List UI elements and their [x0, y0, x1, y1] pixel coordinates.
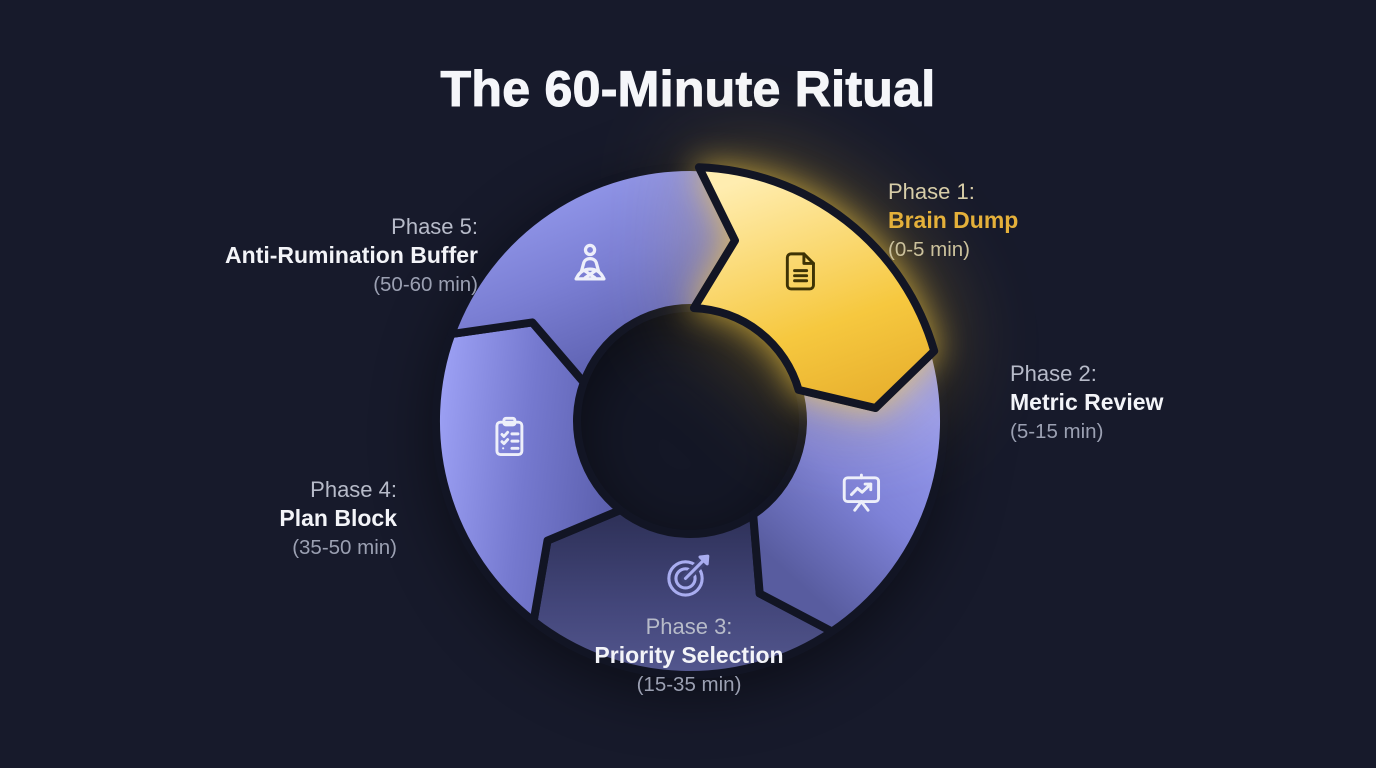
phase-1-number: Phase 1: [888, 179, 975, 204]
segment-phase-4 [431, 318, 625, 626]
phase-4-name: Plan Block [279, 505, 397, 531]
phase-2-name: Metric Review [1010, 389, 1164, 415]
phase-2-label: Phase 2: Metric Review (5-15 min) [1010, 359, 1163, 446]
phase-4-number: Phase 4: [310, 477, 397, 502]
phase-1-name: Brain Dump [888, 207, 1019, 233]
phase-3-time: (15-35 min) [636, 673, 742, 696]
presentation-chart-icon [842, 473, 881, 512]
clipboard-checklist-icon [495, 416, 524, 457]
phase-3-name: Priority Selection [594, 642, 784, 668]
phase-1-time: (0-5 min) [888, 238, 971, 261]
phase-3-label: Phase 3: Priority Selection (15-35 min) [594, 612, 783, 699]
phase-5-time: (50-60 min) [373, 273, 478, 296]
phase-5-name: Anti-Rumination Buffer [225, 242, 478, 268]
phase-2-number: Phase 2: [1010, 361, 1097, 386]
phase-4-label: Phase 4: Plan Block (35-50 min) [279, 475, 397, 562]
phase-2-time: (5-15 min) [1010, 420, 1104, 443]
phase-5-number: Phase 5: [391, 214, 478, 239]
meditation-icon [574, 243, 606, 281]
target-dart-icon [667, 554, 710, 597]
phase-4-time: (35-50 min) [292, 536, 397, 559]
page-title: The 60-Minute Ritual [440, 60, 936, 117]
phase-5-label: Phase 5: Anti-Rumination Buffer (50-60 m… [225, 212, 478, 299]
phase-1-label: Phase 1: Brain Dump (0-5 min) [888, 177, 1018, 264]
diagram-center-hole [569, 300, 811, 542]
segment-phase-3 [529, 506, 836, 680]
phase-3-number: Phase 3: [645, 614, 733, 639]
file-text-icon [785, 252, 815, 291]
segment-phase-2 [749, 347, 948, 636]
